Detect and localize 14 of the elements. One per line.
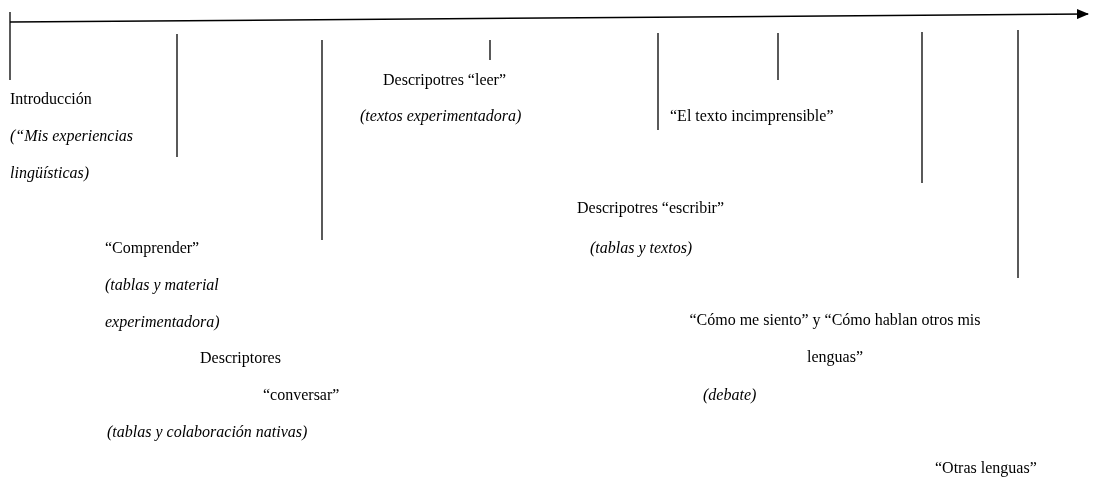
event-label: “Otras lenguas” <box>935 458 1038 479</box>
event-label: Descripotres “leer” <box>383 70 508 91</box>
event-note: (textos experimentadora) <box>360 106 523 127</box>
event-note: (tablas y material experimentadora) <box>105 275 221 333</box>
event-label: “El texto incimprensible” <box>670 106 835 127</box>
event-note: (tablas y colaboración nativas) <box>107 422 309 443</box>
event-note: (tablas y textos) <box>590 238 694 259</box>
event-label: “Comprender” <box>105 238 201 259</box>
event-label: “Cómo me siento” y “Cómo hablan otros mis lenguas” <box>688 310 982 368</box>
event-label: Descripotres “escribir” <box>577 198 726 219</box>
event-note: (“Mis experiencias lingüísticas) <box>10 126 135 184</box>
event-label: Introducción <box>10 89 93 109</box>
event-label: Descriptores “conversar” <box>200 348 341 405</box>
event-note: (debate) <box>703 385 758 406</box>
